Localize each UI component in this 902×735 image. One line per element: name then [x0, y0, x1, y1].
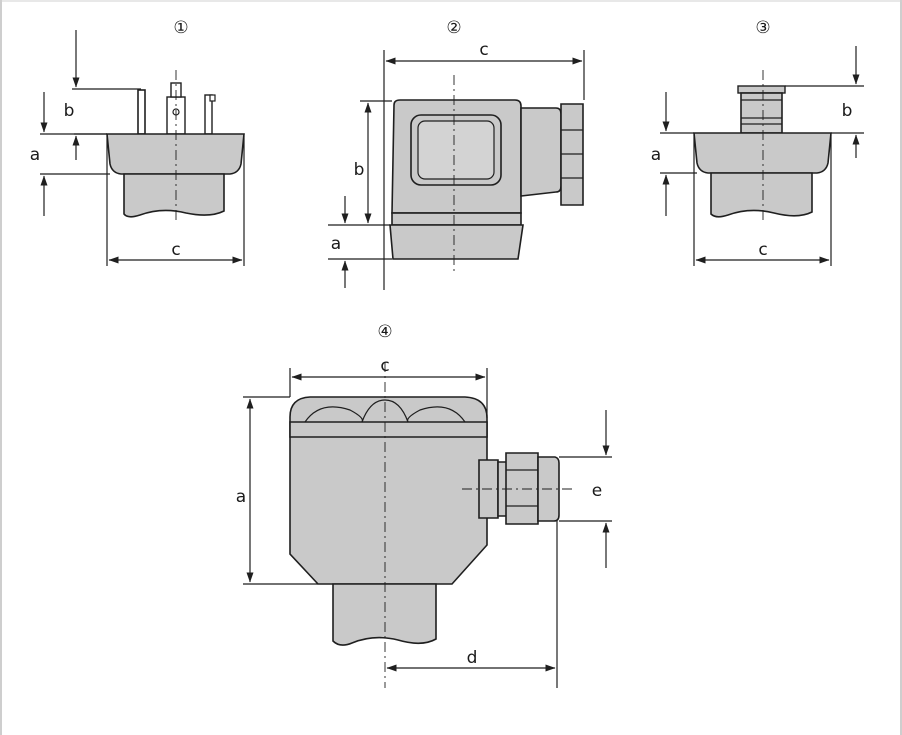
variant-2-dim-a: a [331, 234, 341, 254]
variant-2-dim-c: c [479, 40, 488, 60]
variant-3-dim-c: c [758, 240, 767, 260]
variant-1-body [123, 173, 225, 218]
variant-2-plug [389, 224, 524, 260]
variant-3-dim-b: b [842, 101, 853, 121]
variant-3-head [693, 132, 832, 174]
variant-1-head [106, 133, 245, 175]
variant-3-dim-a: a [651, 145, 661, 165]
variant-1-pins [137, 82, 216, 135]
variant-4-dim-e: e [592, 481, 602, 501]
variant-4-dim-c: c [380, 356, 389, 376]
variant-1-dim-b: b [64, 101, 75, 121]
variant-4-dim-a: a [236, 487, 246, 507]
variant-3-connector [740, 92, 783, 134]
variant-4-dim-d: d [467, 648, 478, 668]
variant-2: ② c b a [328, 18, 585, 290]
variant-1-marker: ① [173, 18, 188, 38]
variant-3: ③ a b c [651, 18, 864, 266]
variant-3-body [710, 172, 813, 218]
variant-2-neck [520, 107, 562, 197]
variant-4-stem [332, 583, 437, 646]
variant-3-marker: ③ [755, 18, 770, 38]
variant-4: ④ c a e [236, 322, 612, 688]
variant-4-marker: ④ [377, 322, 392, 342]
variant-1-dim-a: a [30, 145, 40, 165]
variant-1: ① a b c [30, 18, 245, 266]
variant-2-marker: ② [446, 18, 461, 38]
variant-4-gland-nut [505, 452, 539, 525]
variant-4-lid [289, 421, 488, 438]
variant-2-dim-b: b [354, 160, 365, 180]
variant-1-dim-c: c [171, 240, 180, 260]
